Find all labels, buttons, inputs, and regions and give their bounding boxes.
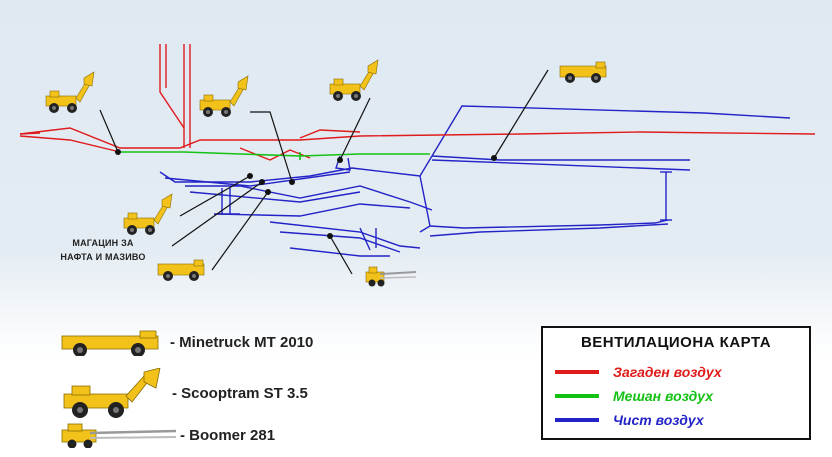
mixed-air-network bbox=[118, 151, 430, 160]
legend-label: Мешан воздух bbox=[613, 388, 714, 404]
boomer-icon bbox=[365, 266, 417, 288]
clean-air-network bbox=[159, 105, 791, 257]
minetruck-icon bbox=[559, 61, 607, 84]
legend-swatch bbox=[555, 394, 599, 398]
scooptram-icon bbox=[329, 59, 379, 102]
boomer-icon bbox=[61, 423, 177, 448]
scooptram-icon bbox=[123, 193, 173, 236]
key-item-scooptram: - Scooptram ST 3.5 bbox=[60, 368, 308, 418]
storage-label: МАГАЦИН ЗА НАФТА И МАЗИВО bbox=[60, 238, 146, 262]
pointer-lines bbox=[99, 69, 549, 275]
legend-item-polluted: Загаден воздух bbox=[555, 364, 722, 380]
legend-swatch bbox=[555, 418, 599, 422]
polluted-air-network bbox=[19, 44, 816, 161]
legend-swatch bbox=[555, 370, 599, 374]
key-item-boomer: - Boomer 281 bbox=[60, 422, 275, 448]
scooptram-label: - Scooptram ST 3.5 bbox=[172, 384, 308, 402]
scooptram-icon bbox=[45, 71, 95, 114]
legend-label: Чист воздух bbox=[613, 412, 704, 428]
scooptram-icon bbox=[199, 75, 249, 118]
boomer-label: - Boomer 281 bbox=[180, 426, 276, 444]
legend-label: Загаден воздух bbox=[613, 364, 722, 380]
minetruck-icon bbox=[61, 330, 159, 356]
scooptram-icon bbox=[63, 368, 161, 418]
legend-title: ВЕНТИЛАЦИОНА КАРТА bbox=[580, 334, 772, 351]
legend-item-clean: Чист воздух bbox=[555, 412, 704, 428]
location-dots bbox=[115, 149, 497, 239]
key-item-minetruck: - Minetruck MT 2010 bbox=[60, 328, 313, 356]
legend-item-mixed: Мешан воздух bbox=[555, 388, 713, 404]
minetruck-label: - Minetruck MT 2010 bbox=[170, 333, 314, 351]
ventilation-legend: ВЕНТИЛАЦИОНА КАРТА Загаден воздух Мешан … bbox=[541, 326, 811, 440]
